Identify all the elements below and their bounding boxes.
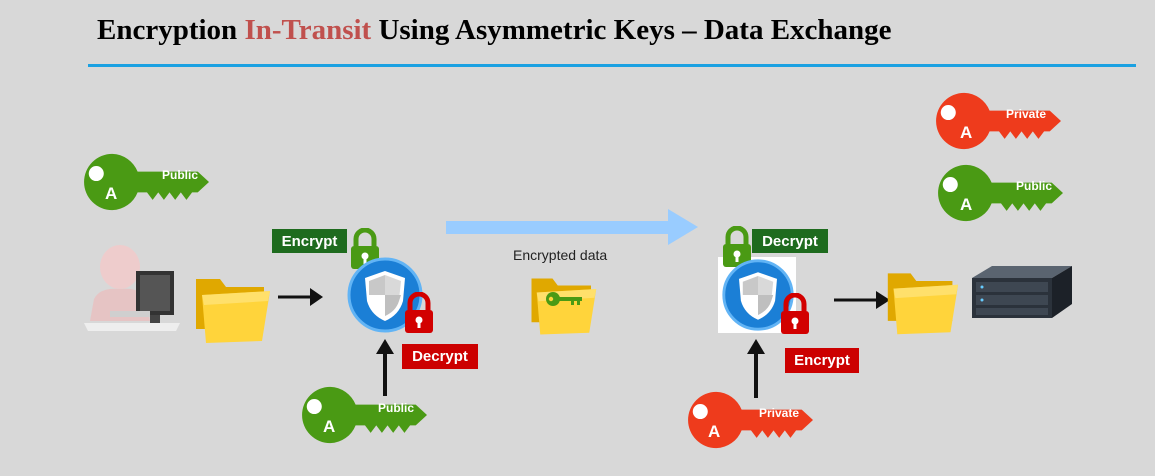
right-encrypt-label: Encrypt — [785, 348, 859, 373]
receiver-public-key: A Public — [931, 162, 1071, 224]
key-letter: A — [960, 123, 973, 142]
decrypt-public-key: A Public — [296, 384, 434, 446]
left-encrypt-label: Encrypt — [272, 229, 347, 253]
key-icon — [78, 151, 216, 213]
key-icon — [546, 292, 582, 306]
title-part-1: Encryption — [97, 14, 245, 46]
key-letter: A — [708, 422, 721, 441]
right-decrypt-label: Decrypt — [752, 229, 828, 253]
padlock-icon — [402, 292, 436, 336]
encrypt-private-key: A Private — [681, 389, 821, 451]
key-letter: A — [323, 417, 336, 436]
arrow-icon — [834, 291, 890, 309]
key-icon — [681, 389, 821, 451]
folder-icon — [192, 267, 272, 347]
key-label: Public — [1016, 179, 1053, 193]
key-label: Public — [162, 168, 199, 182]
key-icon — [296, 384, 434, 446]
page-title: Encryption In-Transit Using Asymmetric K… — [97, 14, 892, 47]
key-letter: A — [105, 184, 118, 203]
key-icon — [931, 162, 1071, 224]
key-icon — [929, 90, 1069, 152]
sender-public-key: A Public — [78, 151, 216, 213]
server-icon — [972, 266, 1072, 318]
encrypted-data-label: Encrypted data — [513, 247, 608, 263]
key-label: Private — [1006, 107, 1047, 121]
folder-icon — [882, 262, 962, 338]
title-divider — [88, 64, 1136, 67]
key-letter: A — [960, 195, 973, 214]
arrow-icon — [278, 288, 323, 306]
arrow-icon — [446, 209, 698, 245]
title-part-3: Using Asymmetric Keys – Data Exchange — [371, 14, 892, 46]
key-label: Public — [378, 401, 415, 415]
user-computer-icon — [84, 245, 180, 331]
arrow-icon — [376, 339, 394, 396]
arrow-icon — [747, 339, 765, 398]
key-label: Private — [759, 406, 800, 420]
receiver-private-key: A Private — [929, 90, 1069, 152]
padlock-icon — [778, 293, 812, 337]
title-highlight: In-Transit — [244, 14, 372, 46]
left-decrypt-label: Decrypt — [402, 344, 478, 369]
